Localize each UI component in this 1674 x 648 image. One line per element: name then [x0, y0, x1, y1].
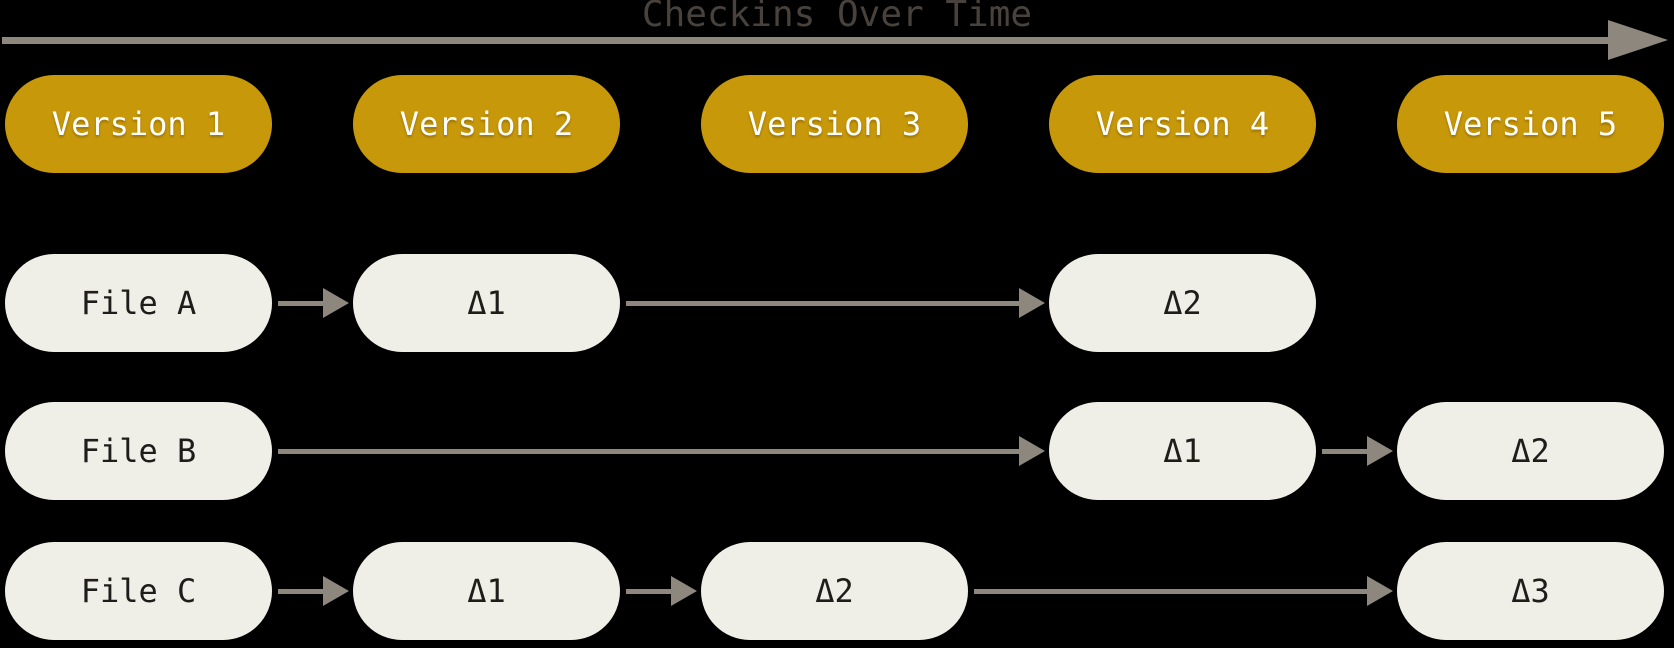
diagram-title: Checkins Over Time	[641, 0, 1033, 35]
delta-pill: Δ2	[1397, 402, 1664, 500]
delta-pill: Δ2	[701, 542, 968, 640]
version-pill: Version 1	[5, 75, 272, 173]
arrowhead-icon	[1367, 436, 1393, 466]
timeline-arrowhead-icon	[1608, 20, 1668, 60]
arrow-line	[278, 448, 1019, 454]
timeline-arrow-line	[2, 37, 1608, 44]
arrowhead-icon	[671, 576, 697, 606]
arrowhead-icon	[323, 576, 349, 606]
delta-pill: Δ1	[1049, 402, 1316, 500]
delta-pill: Δ1	[353, 254, 620, 352]
arrowhead-icon	[1019, 436, 1045, 466]
version-pill: Version 5	[1397, 75, 1664, 173]
delta-pill: Δ1	[353, 542, 620, 640]
file-pill: File B	[5, 402, 272, 500]
version-pill: Version 4	[1049, 75, 1316, 173]
arrowhead-icon	[1367, 576, 1393, 606]
arrowhead-icon	[323, 288, 349, 318]
arrow-line	[1322, 448, 1367, 454]
arrowhead-icon	[1019, 288, 1045, 318]
arrow-line	[278, 300, 323, 306]
delta-pill: Δ2	[1049, 254, 1316, 352]
arrow-line	[278, 588, 323, 594]
version-pill: Version 3	[701, 75, 968, 173]
delta-pill: Δ3	[1397, 542, 1664, 640]
arrow-line	[626, 588, 671, 594]
file-pill: File A	[5, 254, 272, 352]
arrow-line	[626, 300, 1019, 306]
file-pill: File C	[5, 542, 272, 640]
arrow-line	[974, 588, 1367, 594]
version-pill: Version 2	[353, 75, 620, 173]
